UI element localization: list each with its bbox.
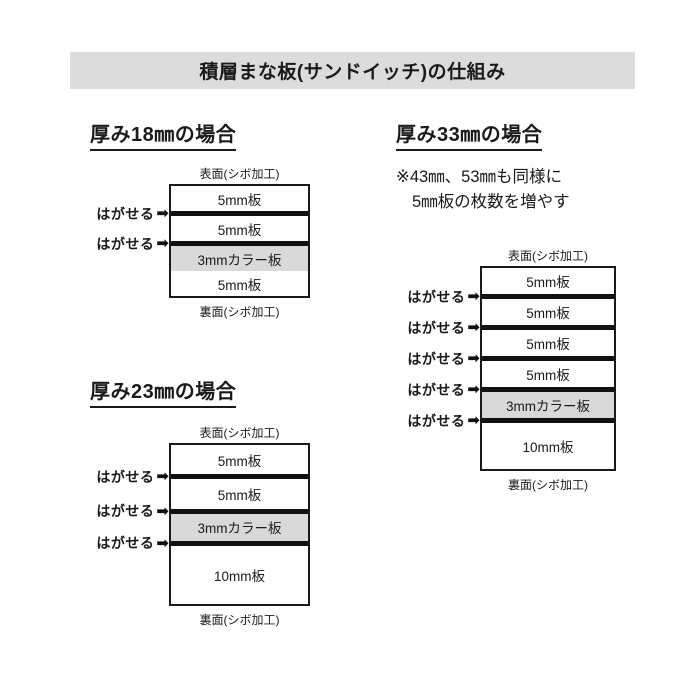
section-heading: 厚み23㎜の場合	[90, 375, 237, 408]
right-arrow-icon: ➡	[156, 468, 169, 486]
layer-plain: 10mm板	[482, 423, 614, 469]
section-note-line-1: ※43㎜、53㎜も同様に	[396, 168, 563, 186]
layer-label: 10mm板	[213, 568, 265, 584]
layer-stack: 5mm板 5mm板 3mmカラー板 10mm板	[169, 443, 310, 606]
peel-separator-line	[171, 508, 308, 514]
section-note-line-2: 5㎜板の枚数を増やす	[412, 192, 570, 211]
peelable-marker: はがせる➡	[77, 234, 169, 254]
peel-separator-line	[171, 211, 308, 216]
peel-separator-line	[482, 356, 614, 361]
peelable-marker: はがせる➡	[77, 501, 169, 521]
peelable-label: はがせる	[407, 381, 466, 398]
peelable-label: はがせる	[96, 205, 155, 222]
right-arrow-icon: ➡	[467, 319, 480, 336]
right-arrow-icon: ➡	[156, 205, 169, 222]
layer-plain: 5mm板	[171, 271, 308, 296]
peelable-label: はがせる	[96, 535, 155, 551]
peelable-marker: はがせる➡	[388, 287, 480, 307]
bottom-face-label: 裏面(シボ加工)	[508, 477, 588, 492]
section-heading: 厚み33㎜の場合	[396, 118, 543, 151]
peelable-marker: はがせる➡	[77, 533, 169, 553]
layer-plain: 5mm板	[171, 479, 308, 509]
layer-label: 5mm板	[526, 275, 570, 290]
peel-separator-line	[482, 294, 614, 299]
top-face-label: 表面(シボ加工)	[199, 426, 280, 440]
layer-label: 5mm板	[217, 487, 262, 503]
layer-label: 5mm板	[526, 306, 570, 321]
peelable-marker: はがせる➡	[388, 380, 480, 400]
peel-separator-line	[482, 325, 614, 330]
layer-plain: 5mm板	[171, 186, 308, 211]
right-arrow-icon: ➡	[467, 350, 480, 367]
bottom-face-label: 裏面(シボ加工)	[199, 613, 280, 627]
right-arrow-icon: ➡	[156, 534, 169, 552]
peel-separator-line	[482, 387, 614, 392]
layer-label: 5mm板	[526, 337, 570, 352]
layer-label: 5mm板	[217, 192, 262, 208]
layer-color: 3mmカラー板	[171, 246, 308, 271]
layer-plain: 5mm板	[482, 268, 614, 294]
section-note: ※43㎜、53㎜も同様に 5㎜板の枚数を増やす	[396, 165, 570, 215]
right-arrow-icon: ➡	[156, 235, 169, 252]
peelable-label: はがせる	[96, 468, 155, 485]
bottom-face-label: 裏面(シボ加工)	[199, 305, 280, 319]
peel-separator-line	[171, 241, 308, 246]
peelable-marker: はがせる➡	[77, 467, 169, 487]
layer-plain: 10mm板	[171, 545, 308, 604]
layer-label: 5mm板	[526, 368, 570, 383]
top-face-label: 表面(シボ加工)	[508, 249, 588, 263]
layer-label: 5mm板	[217, 277, 262, 293]
layer-label: 3mmカラー板	[506, 399, 590, 414]
layer-label: 5mm板	[217, 222, 262, 238]
layer-plain: 5mm板	[171, 216, 308, 241]
peelable-label: はがせる	[407, 288, 466, 305]
layer-stack: 5mm板 5mm板 3mmカラー板 5mm板	[169, 184, 310, 298]
peelable-label: はがせる	[96, 503, 155, 519]
layer-label: 10mm板	[522, 439, 574, 455]
right-arrow-icon: ➡	[156, 502, 169, 520]
top-face-label: 表面(シボ加工)	[199, 167, 280, 181]
layer-plain: 5mm板	[482, 361, 614, 387]
right-arrow-icon: ➡	[467, 412, 480, 429]
section-thickness-23: 厚み23㎜の場合	[90, 375, 237, 408]
layer-plain: 5mm板	[171, 445, 308, 475]
peelable-label: はがせる	[407, 350, 466, 367]
layer-label: 3mmカラー板	[197, 521, 282, 536]
peel-separator-line	[482, 418, 614, 423]
peelable-label: はがせる	[96, 235, 155, 252]
peel-separator-line	[171, 540, 308, 546]
peelable-marker: はがせる➡	[388, 349, 480, 369]
layer-label: 5mm板	[217, 453, 262, 469]
peelable-marker: はがせる➡	[388, 318, 480, 338]
peelable-marker: はがせる➡	[77, 204, 169, 224]
layer-plain: 5mm板	[482, 299, 614, 325]
section-thickness-18: 厚み18㎜の場合	[90, 118, 237, 151]
header-bar: 積層まな板(サンドイッチ)の仕組み	[70, 52, 635, 89]
section-thickness-33: 厚み33㎜の場合 ※43㎜、53㎜も同様に 5㎜板の枚数を増やす	[396, 118, 570, 215]
layer-color: 3mmカラー板	[482, 392, 614, 418]
layer-label: 3mmカラー板	[197, 252, 282, 268]
layer-plain: 5mm板	[482, 330, 614, 356]
layer-stack: 5mm板 5mm板 5mm板 5mm板 3mmカラー板 10mm板	[480, 266, 616, 471]
peelable-label: はがせる	[407, 412, 466, 429]
page-title: 積層まな板(サンドイッチ)の仕組み	[199, 62, 506, 83]
right-arrow-icon: ➡	[467, 381, 480, 398]
peelable-marker: はがせる➡	[388, 411, 480, 431]
layer-color: 3mmカラー板	[171, 513, 308, 541]
section-heading: 厚み18㎜の場合	[90, 118, 237, 151]
peel-separator-line	[171, 474, 308, 480]
peelable-label: はがせる	[407, 319, 466, 336]
right-arrow-icon: ➡	[467, 288, 480, 305]
